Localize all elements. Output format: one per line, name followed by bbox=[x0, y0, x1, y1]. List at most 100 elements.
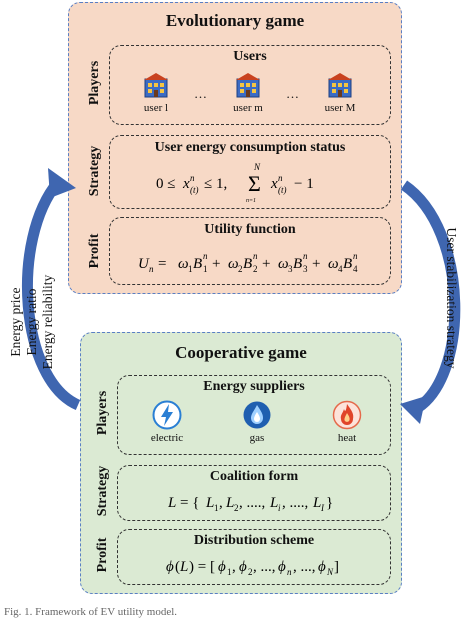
svg-text:, ....,: , ...., bbox=[282, 495, 308, 511]
svg-text:n=1: n=1 bbox=[246, 198, 256, 204]
svg-text:ϕ: ϕ bbox=[239, 559, 247, 575]
svg-text:N: N bbox=[253, 162, 261, 172]
svg-text:n: n bbox=[203, 251, 208, 261]
user-M-building-icon bbox=[328, 73, 352, 98]
svg-text:L: L bbox=[269, 495, 278, 511]
svg-text:ω: ω bbox=[228, 256, 239, 272]
strategy-constraint-formula: 0 ≤ x n (t) ≤ 1, N Σ n=1 x n (t) − 1 bbox=[156, 162, 314, 204]
svg-text:ω: ω bbox=[328, 256, 339, 272]
svg-text:3: 3 bbox=[303, 264, 308, 274]
svg-text:2: 2 bbox=[248, 567, 253, 577]
svg-text:3: 3 bbox=[288, 264, 293, 274]
energy-ratio-text: Energy ratio bbox=[24, 288, 39, 356]
svg-text:U: U bbox=[138, 256, 150, 272]
svg-text:n: n bbox=[303, 251, 308, 261]
svg-text:L: L bbox=[179, 559, 188, 575]
svg-text:0 ≤: 0 ≤ bbox=[156, 176, 175, 192]
svg-text:L: L bbox=[225, 495, 234, 511]
left-arrow-head bbox=[48, 168, 76, 198]
svg-text:Σ: Σ bbox=[248, 171, 261, 196]
svg-text:ω: ω bbox=[178, 256, 189, 272]
coop-players-box: Energy suppliers electric gas heat bbox=[117, 375, 391, 455]
energy-price-text: Energy price bbox=[8, 287, 23, 357]
svg-text:n: n bbox=[253, 251, 258, 261]
right-arrow-head bbox=[400, 396, 426, 424]
svg-text:n: n bbox=[353, 251, 358, 261]
svg-text:B: B bbox=[293, 256, 302, 272]
svg-text:ϕ: ϕ bbox=[318, 559, 326, 575]
svg-text:(: ( bbox=[175, 559, 180, 575]
svg-text:i: i bbox=[278, 503, 281, 513]
evolutionary-game-panel: Evolutionary game Users user l … user m … bbox=[68, 2, 402, 294]
svg-text:2: 2 bbox=[253, 264, 258, 274]
svg-text:+: + bbox=[312, 256, 320, 272]
left-arrow-text-block: Energy price Energy ratio Energy reliabi… bbox=[8, 252, 60, 392]
svg-text:=: = bbox=[158, 256, 166, 272]
svg-text:,: , bbox=[232, 559, 236, 575]
user-stabilization-strategy-text: User stabilization strategy bbox=[444, 227, 459, 369]
coalition-form-title: Coalition form bbox=[209, 469, 299, 484]
svg-text:ϕ: ϕ bbox=[218, 559, 226, 575]
gas-label: gas bbox=[249, 432, 265, 444]
svg-text:ω: ω bbox=[278, 256, 289, 272]
svg-text:n: n bbox=[190, 173, 195, 183]
svg-text:) = [: ) = [ bbox=[189, 559, 215, 575]
svg-text:+: + bbox=[212, 256, 220, 272]
svg-text:}: } bbox=[326, 495, 333, 511]
cooperative-game-panel: Cooperative game Energy suppliers electr… bbox=[80, 332, 402, 594]
svg-text:2: 2 bbox=[234, 503, 239, 513]
evo-players-box: Users user l … user m … user M bbox=[109, 45, 391, 125]
svg-text:(t): (t) bbox=[190, 185, 199, 195]
svg-text:B: B bbox=[193, 256, 202, 272]
svg-text:B: B bbox=[343, 256, 352, 272]
svg-text:n: n bbox=[149, 264, 154, 274]
svg-text:, ...,: , ..., bbox=[293, 559, 316, 575]
cooperative-game-title: Cooperative game bbox=[175, 343, 307, 362]
user-1-label: user l bbox=[143, 102, 169, 114]
right-curved-arrow bbox=[400, 180, 461, 415]
user-M-label: user M bbox=[324, 102, 356, 114]
svg-text:x: x bbox=[182, 176, 190, 192]
svg-text:n: n bbox=[287, 567, 292, 577]
svg-text:= {: = { bbox=[180, 495, 199, 511]
svg-text:n: n bbox=[278, 173, 283, 183]
electric-label: electric bbox=[150, 432, 184, 444]
users-title: Users bbox=[233, 49, 267, 64]
svg-text:≤ 1,: ≤ 1, bbox=[204, 176, 227, 192]
svg-text:L: L bbox=[205, 495, 214, 511]
svg-text:, ....,: , ...., bbox=[239, 495, 265, 511]
dots-2: … bbox=[286, 86, 299, 101]
utility-function-title: Utility function bbox=[204, 222, 296, 237]
svg-text:+: + bbox=[262, 256, 270, 272]
svg-text:1: 1 bbox=[188, 264, 193, 274]
svg-text:L: L bbox=[312, 495, 321, 511]
dots-1: … bbox=[194, 86, 207, 101]
electric-icon bbox=[152, 400, 182, 430]
svg-text:x: x bbox=[270, 176, 278, 192]
svg-text:2: 2 bbox=[238, 264, 243, 274]
svg-text:L: L bbox=[168, 495, 176, 511]
energy-suppliers-title: Energy suppliers bbox=[203, 379, 305, 394]
gas-flame-icon bbox=[243, 401, 271, 429]
figure-caption: Fig. 1. Framework of EV utility model. bbox=[4, 606, 178, 618]
svg-text:1: 1 bbox=[214, 503, 219, 513]
svg-text:− 1: − 1 bbox=[294, 176, 314, 192]
distribution-scheme-title: Distribution scheme bbox=[193, 533, 315, 548]
svg-text:4: 4 bbox=[353, 264, 358, 274]
svg-text:]: ] bbox=[334, 559, 339, 575]
user-energy-status-title: User energy consumption status bbox=[154, 140, 346, 155]
svg-text:, ...,: , ..., bbox=[253, 559, 276, 575]
user-m-building-icon bbox=[236, 73, 260, 98]
heat-label: heat bbox=[337, 432, 357, 444]
svg-text:(t): (t) bbox=[278, 185, 287, 195]
svg-text:ϕ: ϕ bbox=[278, 559, 286, 575]
heat-flame-icon bbox=[332, 400, 362, 430]
evo-strategy-box: User energy consumption status 0 ≤ x n (… bbox=[109, 135, 391, 209]
svg-text:,: , bbox=[219, 495, 223, 511]
